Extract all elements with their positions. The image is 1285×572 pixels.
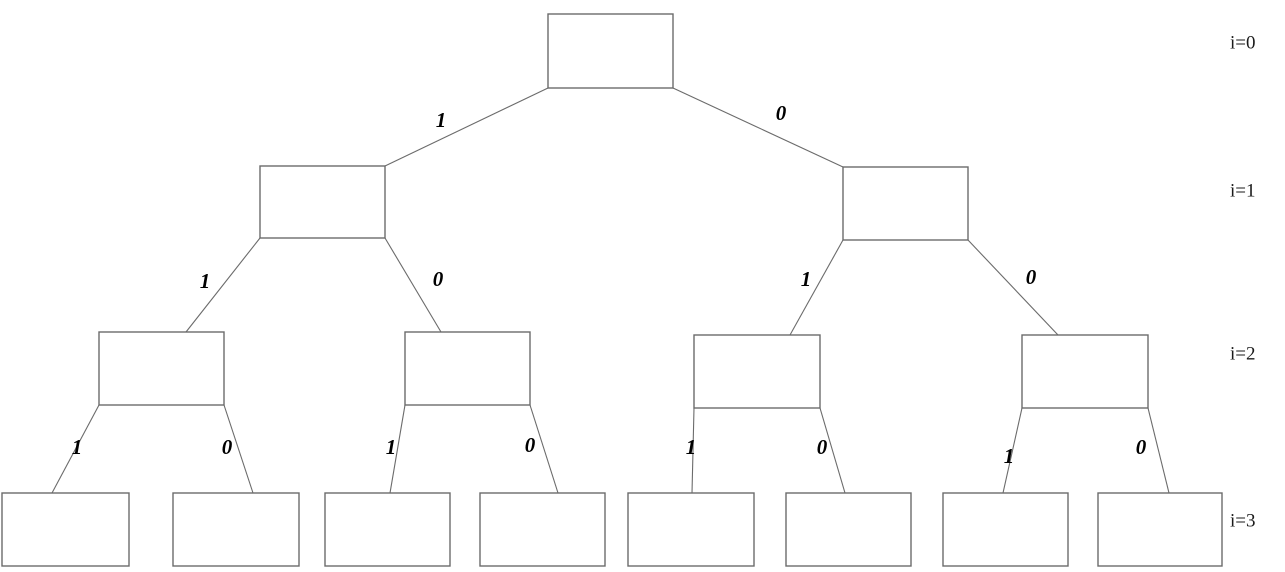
tree-node-n10[interactable] bbox=[479, 492, 606, 567]
level-label-level-0: i=0 bbox=[1230, 32, 1256, 53]
edge-label-n1-to-n3: 1 bbox=[200, 269, 211, 293]
tree-node-n6[interactable] bbox=[1021, 334, 1149, 409]
level-label-level-2: i=2 bbox=[1230, 343, 1256, 364]
tree-node-n4[interactable] bbox=[404, 331, 531, 406]
edge-labels-group: 1 0 1 0 1 0 1 0 1 0 1 0 1 0 bbox=[72, 101, 1147, 468]
edge-label-n4-to-n9: 1 bbox=[386, 435, 397, 459]
edge-label-n5-to-n11: 1 bbox=[686, 435, 697, 459]
tree-node-n5[interactable] bbox=[693, 334, 821, 409]
edge-label-n3-to-n7: 1 bbox=[72, 435, 83, 459]
tree-edge-n2-to-n6 bbox=[967, 239, 1059, 336]
edge-label-n1-to-n4: 0 bbox=[433, 267, 444, 291]
tree-edge-n1-to-n4 bbox=[384, 237, 442, 333]
tree-edge-n3-to-n8 bbox=[223, 404, 254, 494]
tree-node-n8[interactable] bbox=[172, 492, 300, 567]
tree-edge-n5-to-n11 bbox=[691, 407, 695, 494]
tree-edge-n0-to-n2 bbox=[672, 87, 844, 168]
edge-label-n2-to-n5: 1 bbox=[801, 267, 812, 291]
tree-node-n9[interactable] bbox=[324, 492, 451, 567]
edge-label-n5-to-n12: 0 bbox=[817, 435, 828, 459]
tree-node-n11[interactable] bbox=[627, 492, 755, 567]
tree-node-n0[interactable] bbox=[547, 13, 674, 89]
tree-edge-n5-to-n12 bbox=[819, 407, 846, 494]
tree-nodes-group bbox=[1, 13, 1223, 567]
tree-node-n3[interactable] bbox=[98, 331, 225, 406]
level-label-level-1: i=1 bbox=[1230, 180, 1256, 201]
tree-edge-n6-to-n13 bbox=[1002, 407, 1023, 494]
edge-label-n2-to-n6: 0 bbox=[1026, 265, 1037, 289]
tree-node-n1[interactable] bbox=[259, 165, 386, 239]
edge-label-n0-to-n1: 1 bbox=[436, 108, 447, 132]
edge-label-n6-to-n13: 1 bbox=[1004, 444, 1015, 468]
edge-label-n0-to-n2: 0 bbox=[776, 101, 787, 125]
tree-node-n13[interactable] bbox=[942, 492, 1069, 567]
tree-edge-n1-to-n3 bbox=[185, 237, 261, 333]
tree-edge-n4-to-n9 bbox=[389, 404, 406, 494]
tree-edge-n0-to-n1 bbox=[384, 87, 549, 167]
level-label-level-3: i=3 bbox=[1230, 510, 1256, 531]
tree-edge-n3-to-n7 bbox=[51, 404, 100, 494]
edge-label-n6-to-n14: 0 bbox=[1136, 435, 1147, 459]
edge-label-n3-to-n8: 0 bbox=[222, 435, 233, 459]
tree-node-n7[interactable] bbox=[1, 492, 130, 567]
tree-node-n14[interactable] bbox=[1097, 492, 1223, 567]
tree-node-n2[interactable] bbox=[842, 166, 969, 241]
tree-edge-n2-to-n5 bbox=[789, 239, 844, 336]
tree-edge-n6-to-n14 bbox=[1147, 407, 1170, 494]
level-labels-group: i=0 i=1 i=2 i=3 bbox=[1230, 32, 1256, 531]
tree-edge-n4-to-n10 bbox=[529, 404, 559, 494]
edge-label-n4-to-n10: 0 bbox=[525, 433, 536, 457]
tree-node-n12[interactable] bbox=[785, 492, 912, 567]
tree-edges-group bbox=[51, 87, 1170, 494]
